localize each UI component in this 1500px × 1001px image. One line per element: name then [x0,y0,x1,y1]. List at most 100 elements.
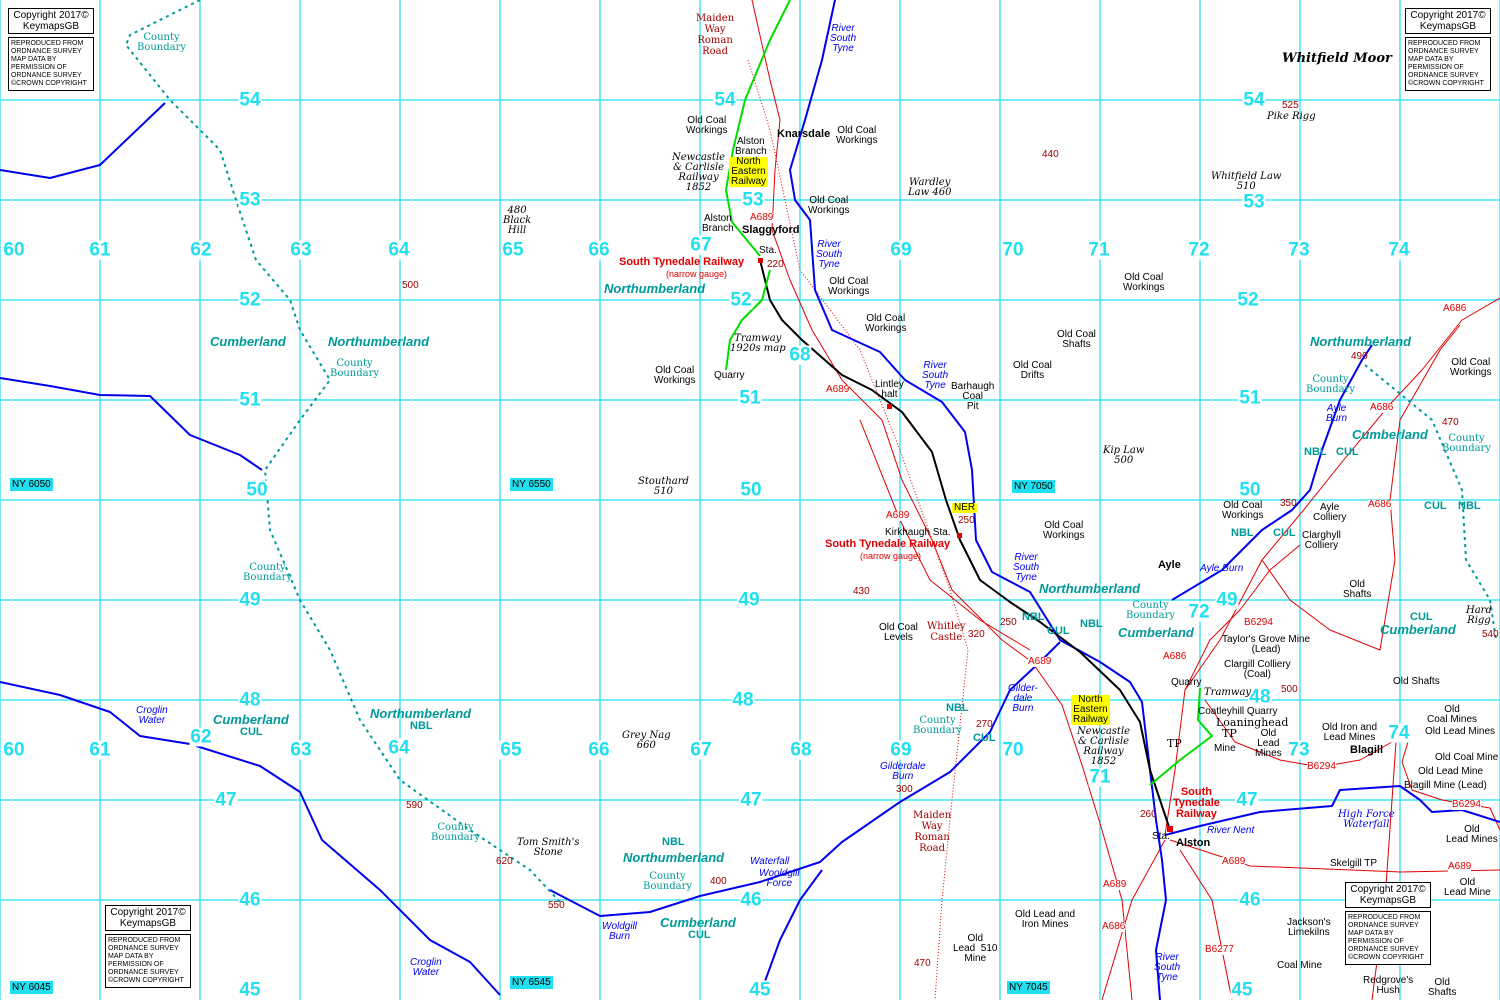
grid-northing-label: 52 [238,289,262,311]
feature-label: Old Coal Levels [879,622,918,643]
grid-easting-label: 71 [1087,239,1111,261]
grid-northing-label: 54 [1242,89,1266,111]
grid-reference-box: NY 6045 [10,981,53,994]
feature-label: Old Coal Workings [1043,520,1085,541]
feature-label: Old Lead Mines [1425,726,1496,737]
spot-height: 500 [402,280,419,291]
feature-label: Redgrove's Hush [1363,975,1414,996]
road-a689-west [859,419,1031,651]
village-label[interactable]: Blagill [1350,744,1384,756]
feature-label: Old Lead Mine [1418,766,1484,777]
grid-northing-label: 47 [214,789,238,811]
grid-reference-box: NY 6050 [10,478,53,491]
feature-label: Kirkhaugh Sta. [885,527,951,538]
county-code: NBL [1022,611,1045,623]
grid-northing-label: 45 [748,979,772,1001]
river-label: Croglin Water [136,705,168,726]
waterfall-label: High Force Waterfall [1338,809,1395,830]
spot-height: 260 [1140,809,1157,820]
county-label: Northumberland [1039,581,1141,596]
county-boundary-label: County Boundary [137,32,187,53]
feature-label: Clargill Colliery (Coal) [1224,659,1291,680]
river-woldgill-burn [549,641,1061,917]
feature-label: Old Shafts [1393,676,1440,687]
county-code: CUL [1410,611,1433,623]
roman-road-label: Maiden Way Roman Road [696,13,735,57]
county-boundary-west [125,0,561,903]
road-number: A686 [1443,303,1467,314]
kirkhaugh-station-marker[interactable] [957,533,962,538]
lintley-halt-marker[interactable] [887,404,892,409]
feature-label: Old Shafts [1428,977,1457,998]
river-croglin-water [0,681,501,996]
gauge-note: (narrow gauge) [860,551,922,561]
road-a686-north [1164,297,1500,836]
county-code: NBL [1231,527,1254,539]
spot-height: 250 [1000,617,1017,628]
railway-label: South Tynedale Railway [619,256,745,268]
place-label: Kip Law 500 [1103,445,1145,466]
county-code: NBL [1080,618,1103,630]
village-label[interactable]: Knarsdale [777,128,831,140]
river-mid-left [0,377,263,471]
feature-label: Old Lead Mines [1446,824,1498,845]
ordnance-survey-notice: REPRODUCED FROM ORDNANCE SURVEY MAP DATA… [8,37,94,91]
road-number: A689 [1448,861,1472,872]
grid-easting-label: 68 [788,344,812,366]
county-code: CUL [240,726,263,738]
grid-reference-box: NY 6545 [510,976,553,989]
place-label: Loaninghead [1216,716,1289,729]
spot-height: 270 [976,719,993,730]
county-boundary-label: County Boundary [431,822,481,843]
feature-label: Old Lead Mine [1444,877,1491,898]
grid-easting-label: 62 [189,726,213,748]
grid-easting-label: 70 [1001,239,1025,261]
slaggyford-station-marker[interactable] [758,258,763,263]
county-label: Cumberland [1118,625,1194,640]
county-label: Cumberland [210,334,286,349]
spot-height: 220 [767,259,784,270]
grid-easting-label: 64 [387,239,411,261]
road-number: B6294 [1307,761,1336,772]
village-label[interactable]: Alston [1176,837,1211,849]
railway-label: South Tynedale Railway [1173,786,1220,820]
copyright-text: Copyright 2017© KeymapsGB [1345,882,1431,908]
river-nent [1164,785,1500,836]
grid-easting-label: 67 [689,739,713,761]
grid-easting-label: 65 [501,239,525,261]
grid-easting-label: 60 [2,239,26,261]
grid-northing-label: 53 [741,189,765,211]
feature-label: Clarghyll Colliery [1302,530,1341,551]
grid-easting-label: 73 [1287,239,1311,261]
place-label: TP [1167,737,1182,750]
feature-label: Old Coal Workings [654,365,696,386]
grid-easting-label: 61 [88,239,112,261]
county-label: Cumberland [1380,622,1456,637]
feature-label: Old Coal Shafts [1057,329,1096,350]
village-label[interactable]: Slaggyford [742,224,800,236]
station-markers [758,258,1173,832]
grid-easting-label: 65 [499,739,523,761]
tramway-north [725,0,791,257]
grid-easting-label: 72 [1187,601,1211,623]
alston-station-marker[interactable] [1167,826,1173,832]
county-code: NBL [1304,446,1327,458]
spot-height: 250 [958,515,975,526]
village-label[interactable]: Ayle [1158,559,1181,571]
spot-height: 300 [896,784,913,795]
spot-height: 525 [1282,100,1299,111]
county-code: NBL [662,836,685,848]
county-boundary-label: County Boundary [1126,600,1176,621]
grid-easting-label: 74 [1387,239,1411,261]
road-number: A689 [886,510,910,521]
grid-northing-label: 48 [731,689,755,711]
road-number: A689 [1103,879,1127,890]
road-number: B6294 [1452,799,1481,810]
grid-easting-label: 72 [1187,239,1211,261]
county-label: Cumberland [660,915,736,930]
place-label: Wardley Law 460 [908,177,952,198]
road-number: B6277 [1205,944,1234,955]
county-boundary-east [1364,364,1497,641]
railway-company-label: North Eastern Railway [729,156,769,187]
grid-easting-label: 61 [88,739,112,761]
